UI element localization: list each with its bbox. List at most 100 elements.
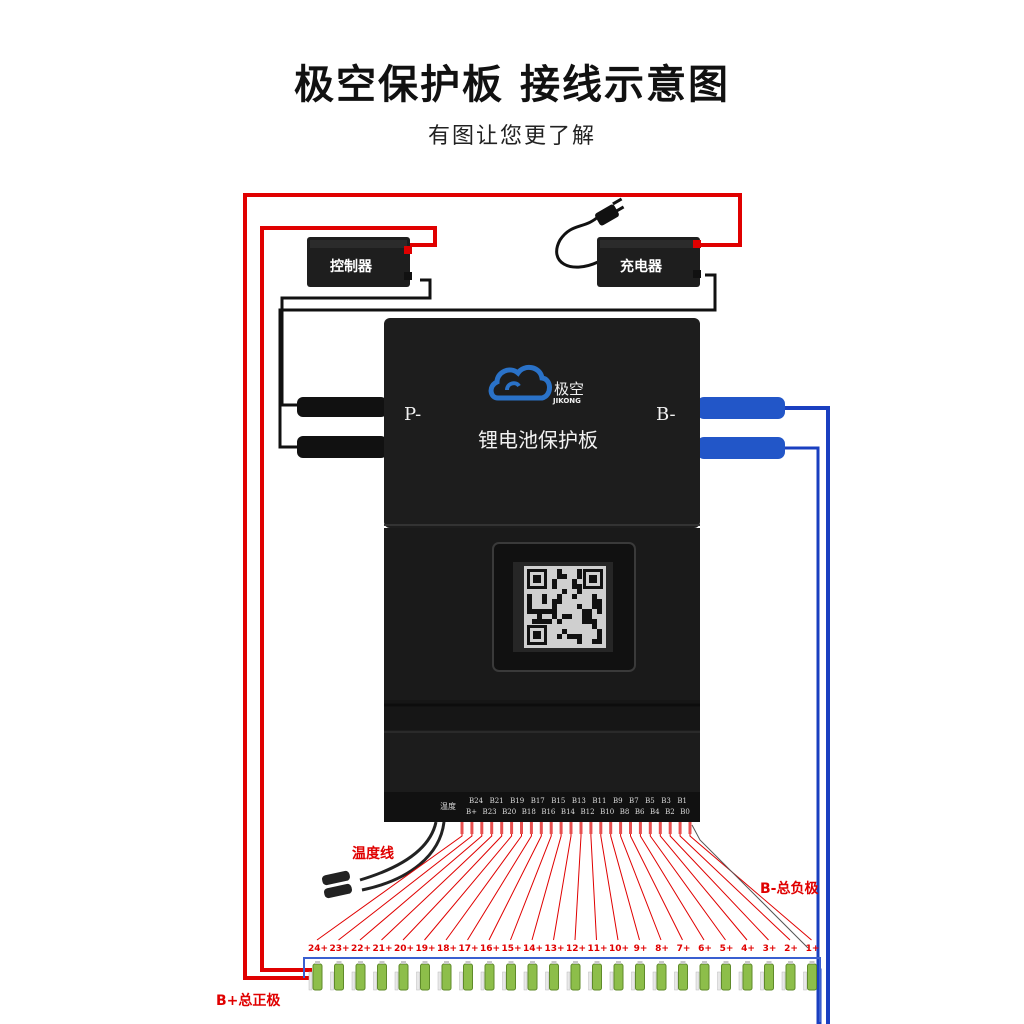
battery-cell xyxy=(312,963,323,991)
cell-label: 20+ xyxy=(393,944,415,954)
temp-port-label: 温度 xyxy=(440,802,456,811)
wire-sleeve xyxy=(599,822,603,834)
cell-connector xyxy=(588,971,592,991)
qr-code xyxy=(527,569,603,645)
terminal-label: B21 xyxy=(489,797,504,805)
qr-finder-dot xyxy=(589,575,597,583)
qr-module xyxy=(562,614,567,619)
battery-cell xyxy=(764,963,774,991)
cell-terminal xyxy=(358,961,363,964)
b0-wire xyxy=(691,824,809,949)
battery-cell xyxy=(506,963,516,991)
qr-module xyxy=(577,604,582,609)
cell-connector xyxy=(502,971,506,991)
battery-cell xyxy=(635,963,645,991)
qr-module xyxy=(582,619,587,624)
cell-label: 16+ xyxy=(479,944,501,954)
battery-cell xyxy=(484,963,495,991)
qr-module xyxy=(592,594,597,599)
cell-terminal xyxy=(444,961,449,964)
cell-label: 15+ xyxy=(501,944,522,954)
battery-cell xyxy=(656,963,667,991)
battery-cell xyxy=(613,963,624,991)
cell-connector xyxy=(437,971,442,991)
cell-connector xyxy=(674,971,678,991)
cell-terminal xyxy=(401,961,406,964)
temp-probe-2 xyxy=(324,883,352,899)
battery-cell xyxy=(334,963,344,991)
cell-label: 14+ xyxy=(522,944,544,954)
controller-label: 控制器 xyxy=(330,259,372,275)
terminal-label: B19 xyxy=(510,797,525,805)
qr-module xyxy=(577,569,582,574)
wire-sleeve xyxy=(549,822,553,834)
battery-cell xyxy=(420,963,430,991)
battery-cell xyxy=(377,963,387,991)
wire-sleeve xyxy=(539,822,543,834)
cell-label: 4+ xyxy=(741,944,755,954)
battery-cell xyxy=(678,963,688,991)
wire-sleeve xyxy=(480,822,484,834)
cell-terminal xyxy=(745,961,750,964)
p-minus-label: P- xyxy=(404,404,422,425)
terminal-label: B4 xyxy=(649,808,660,816)
cloud-logo-icon xyxy=(488,364,552,401)
b-minus-wire-2 xyxy=(785,446,820,1024)
terminal-label: B20 xyxy=(502,808,517,816)
qr-module xyxy=(542,599,547,604)
qr-module xyxy=(572,594,577,599)
qr-module xyxy=(532,609,537,614)
wire-sleeve xyxy=(629,822,632,834)
temp-wire-label: 温度线 xyxy=(352,846,394,862)
cell-connector xyxy=(459,971,463,991)
wire-sleeve xyxy=(500,822,504,834)
cell-terminal xyxy=(594,961,600,964)
qr-module xyxy=(537,619,542,624)
qr-module xyxy=(572,634,577,639)
qr-module xyxy=(592,599,597,604)
page-subtitle: 有图让您更了解 xyxy=(427,124,596,149)
cell-terminal xyxy=(680,961,686,964)
balance-wire xyxy=(574,825,582,941)
wire-sleeve xyxy=(658,822,662,834)
qr-module xyxy=(562,629,567,634)
cell-connector xyxy=(480,971,485,991)
b-minus-cable-upper xyxy=(697,397,785,419)
qr-module xyxy=(537,609,542,614)
qr-module xyxy=(597,629,602,634)
cell-label: 6+ xyxy=(698,944,712,954)
cell-label: 19+ xyxy=(415,944,436,954)
terminal-label: B17 xyxy=(530,797,545,805)
cell-label: 24+ xyxy=(307,944,329,954)
cell-terminal xyxy=(788,961,793,964)
qr-finder-dot xyxy=(533,631,541,639)
cell-terminal xyxy=(530,961,535,964)
cell-connector xyxy=(394,971,399,991)
qr-module xyxy=(557,634,562,639)
terminal-label: B8 xyxy=(619,808,630,816)
battery-cell xyxy=(721,963,731,991)
cell-connector xyxy=(330,971,334,991)
temp-wire-2 xyxy=(361,821,446,892)
cell-terminal xyxy=(616,961,621,964)
wire-sleeve xyxy=(678,822,682,834)
qr-module xyxy=(577,574,582,579)
terminal-label: B15 xyxy=(551,797,566,805)
battery-cell xyxy=(807,963,817,991)
positive-wire-charger xyxy=(243,193,742,980)
cell-label: 7+ xyxy=(676,944,691,954)
cell-label: 22+ xyxy=(350,944,372,954)
qr-module xyxy=(552,579,557,584)
cell-label: 17+ xyxy=(458,944,479,954)
qr-module xyxy=(527,594,532,599)
charger-cord xyxy=(555,213,602,269)
qr-module xyxy=(577,584,582,589)
qr-module xyxy=(597,609,602,614)
b-total-negative-label: B-总负极 xyxy=(760,881,819,897)
cell-label: 11+ xyxy=(587,944,608,954)
qr-module xyxy=(552,614,557,619)
qr-module xyxy=(557,599,562,604)
cell-label: 23+ xyxy=(329,944,350,954)
brand-en: JIKONG xyxy=(553,397,581,405)
